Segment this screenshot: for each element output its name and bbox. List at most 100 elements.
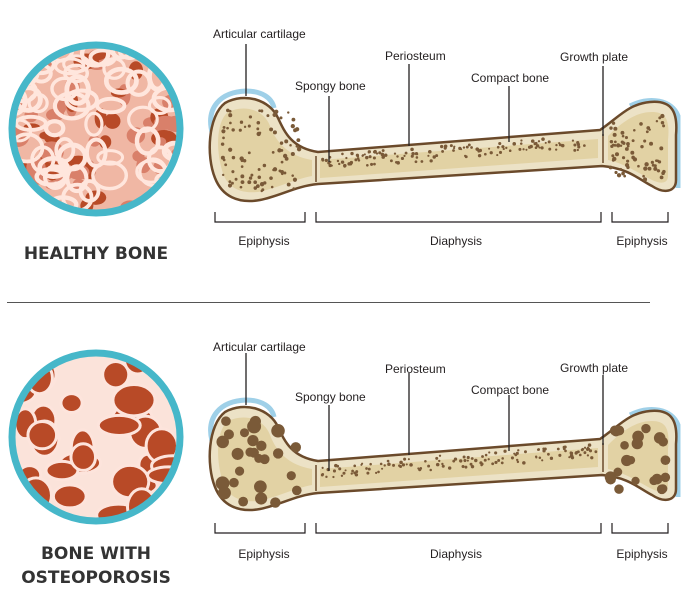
bone-texture-dot: [271, 151, 275, 154]
bone-texture-dot: [649, 476, 659, 486]
label-epiphysis-right: Epiphysis: [616, 547, 667, 561]
bone-texture-dot: [611, 427, 621, 437]
bone-texture-dot: [608, 165, 613, 170]
bone-texture-dot: [491, 462, 495, 466]
bone-texture-dot: [353, 464, 357, 468]
bone-texture-dot: [501, 145, 505, 149]
bone-texture-dot: [328, 163, 332, 168]
healthy-mesh-strand: [14, 58, 30, 83]
bone-texture-dot: [240, 165, 244, 168]
bone-texture-dot: [295, 144, 299, 148]
bone-texture-dot: [224, 163, 228, 167]
healthy-mesh-strand: [96, 149, 125, 166]
bone-texture-dot: [508, 149, 512, 152]
bone-texture-dot: [332, 469, 337, 473]
bone-texture-dot: [249, 447, 259, 458]
bone-texture-dot: [626, 165, 630, 170]
bone-texture-dot: [354, 158, 358, 162]
bone-texture-dot: [215, 476, 230, 491]
bone-texture-dot: [365, 467, 368, 470]
bone-texture-dot: [483, 458, 487, 462]
bone-texture-dot: [613, 467, 623, 477]
bone-texture-dot: [226, 108, 230, 113]
bone-texture-dot: [379, 462, 383, 466]
bone-texture-dot: [520, 139, 523, 142]
osteoporosis-bone-panel: BONE WITH OSTEOPOROSIS Articular cartila…: [0, 311, 693, 611]
bone-texture-dot: [548, 147, 552, 151]
bone-texture-dot: [523, 450, 527, 454]
bone-texture-dot: [541, 137, 545, 141]
bone-texture-dot: [573, 148, 577, 152]
bone-texture-dot: [544, 141, 547, 144]
bone-texture-dot: [458, 146, 462, 150]
bone-texture-dot: [614, 152, 620, 157]
bone-texture-dot: [496, 154, 499, 157]
bone-texture-dot: [587, 447, 591, 451]
bone-texture-dot: [453, 457, 458, 461]
bone-texture-dot: [660, 120, 665, 125]
bone-texture-dot: [614, 484, 624, 494]
bone-texture-dot: [626, 159, 630, 163]
bone-texture-dot: [614, 170, 618, 175]
bone-texture-dot: [380, 152, 385, 157]
bone-texture-dot: [441, 149, 445, 153]
bone-texture-dot: [540, 146, 544, 150]
bone-texture-dot: [441, 464, 445, 468]
bone-texture-dot: [291, 485, 302, 496]
bone-texture-dot: [467, 143, 471, 147]
healthy-mesh-strand: [27, 92, 49, 114]
bone-texture-dot: [621, 454, 633, 467]
osteoporosis-pore: [59, 392, 84, 414]
bone-texture-dot: [368, 155, 372, 159]
bone-texture-dot: [547, 140, 551, 144]
bone-texture-dot: [498, 150, 503, 154]
bone-texture-dot: [361, 154, 365, 157]
bone-texture-dot: [510, 456, 514, 460]
bone-texture-dot: [619, 144, 623, 148]
label-periosteum: Periosteum: [385, 362, 446, 376]
bone-texture-dot: [375, 471, 378, 475]
bone-texture-dot: [658, 436, 668, 447]
bone-texture-dot: [340, 160, 345, 164]
bone-texture-dot: [381, 149, 385, 153]
healthy-mesh-strand: [14, 132, 45, 164]
bone-texture-dot: [435, 462, 440, 467]
bone-texture-dot: [537, 140, 541, 143]
label-spongy-bone: Spongy bone: [295, 79, 366, 93]
bone-texture-dot: [480, 463, 483, 467]
bone-texture-dot: [370, 162, 374, 166]
bone-texture-dot: [414, 152, 419, 156]
bone-texture-dot: [648, 128, 651, 131]
bone-texture-dot: [247, 151, 251, 155]
bone-texture-dot: [494, 451, 498, 455]
bone-texture-dot: [575, 450, 579, 455]
healthy-pointer-lines: [245, 44, 604, 162]
bone-texture-dot: [462, 146, 466, 149]
bone-texture-dot: [662, 169, 666, 174]
osteoporosis-trabecular-pattern: [14, 355, 178, 519]
bone-texture-dot: [535, 144, 540, 148]
bone-texture-dot: [411, 151, 415, 156]
bone-texture-dot: [270, 497, 281, 508]
bone-texture-dot: [639, 122, 643, 126]
bone-texture-dot: [347, 162, 351, 166]
bone-texture-dot: [240, 174, 245, 179]
healthy-bone-illustration: [208, 88, 681, 203]
bone-texture-dot: [247, 419, 262, 434]
bone-texture-dot: [616, 143, 621, 148]
bone-texture-dot: [259, 454, 270, 465]
bone-texture-dot: [272, 168, 275, 172]
bone-texture-dot: [653, 166, 658, 171]
label-growth-plate: Growth plate: [560, 361, 628, 375]
label-articular-cartilage: Articular cartilage: [213, 340, 306, 354]
bone-texture-dot: [229, 121, 232, 125]
bone-texture-dot: [247, 435, 259, 447]
bone-texture-dot: [637, 164, 640, 168]
bone-texture-dot: [417, 467, 420, 470]
bone-texture-dot: [231, 447, 244, 460]
bone-texture-dot: [489, 151, 493, 155]
bone-texture-dot: [240, 180, 245, 185]
bone-texture-dot: [466, 455, 470, 460]
bone-texture-dot: [658, 116, 662, 120]
osteoporosis-bone-magnified-circle: [8, 349, 184, 525]
